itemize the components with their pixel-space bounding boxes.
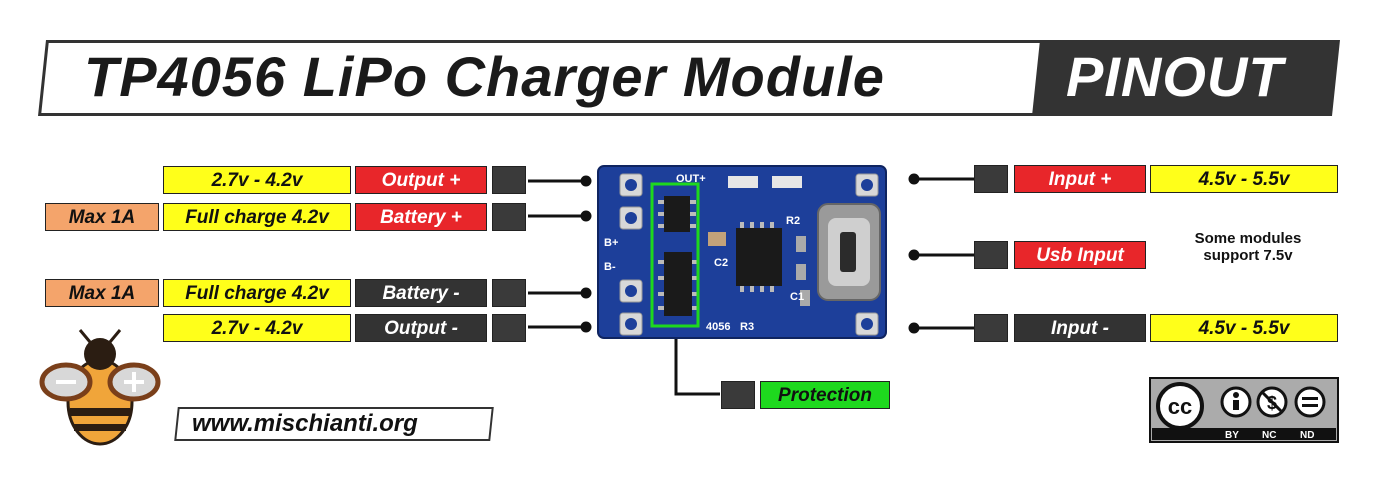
battery-plus-max: Max 1A <box>45 203 159 231</box>
battery-minus-charge: Full charge 4.2v <box>163 279 351 307</box>
nd-icon <box>1294 386 1326 418</box>
left-wires <box>528 175 592 333</box>
pinout-badge: PINOUT <box>1066 45 1284 108</box>
battery-plus-charge: Full charge 4.2v <box>163 203 351 231</box>
usb-input-note: Some modules support 7.5v <box>1194 230 1302 264</box>
protection-pin <box>721 381 755 409</box>
battery-plus-label: Battery + <box>355 203 487 231</box>
silk-b-plus: B+ <box>604 237 618 249</box>
output-plus-range: 2.7v - 4.2v <box>163 166 351 194</box>
license-nc: NC <box>1262 430 1276 441</box>
battery-minus-pin <box>492 279 526 307</box>
input-minus-label: Input - <box>1014 314 1146 342</box>
output-minus-label: Output - <box>355 314 487 342</box>
battery-minus-label: Battery - <box>355 279 487 307</box>
protection-label: Protection <box>760 381 890 409</box>
bee-logo-icon <box>39 329 161 446</box>
input-minus-pin <box>974 314 1008 342</box>
silk-out-plus: OUT+ <box>676 173 706 185</box>
battery-minus-max: Max 1A <box>45 279 159 307</box>
usb-input-label: Usb Input <box>1014 241 1146 269</box>
page-title: TP4056 LiPo Charger Module <box>84 45 885 108</box>
license-nd: ND <box>1300 430 1314 441</box>
battery-plus-pin <box>492 203 526 231</box>
silk-c2: C2 <box>714 257 728 269</box>
input-plus-label: Input + <box>1014 165 1146 193</box>
output-plus-label: Output + <box>355 166 487 194</box>
license-by: BY <box>1225 430 1239 441</box>
input-plus-pin <box>974 165 1008 193</box>
output-plus-pin <box>492 166 526 194</box>
usb-input-pin <box>974 241 1008 269</box>
output-minus-pin <box>492 314 526 342</box>
cc-license-badge: cc $ BY NC ND <box>1149 377 1339 443</box>
pcb-board: OUT+ B+ B- 4056 R3 R2 C2 C1 <box>597 165 887 339</box>
output-minus-range: 2.7v - 4.2v <box>163 314 351 342</box>
input-minus-range: 4.5v - 5.5v <box>1150 314 1338 342</box>
right-wires <box>908 173 974 334</box>
input-plus-range: 4.5v - 5.5v <box>1150 165 1338 193</box>
site-url[interactable]: www.mischianti.org <box>192 410 418 437</box>
silk-chip: 4056 <box>706 321 730 333</box>
cc-mark-icon: cc <box>1168 394 1192 419</box>
silk-r2: R2 <box>786 215 800 227</box>
silk-r3: R3 <box>740 321 754 333</box>
silk-c1: C1 <box>790 291 804 303</box>
silk-b-minus: B- <box>604 261 616 273</box>
